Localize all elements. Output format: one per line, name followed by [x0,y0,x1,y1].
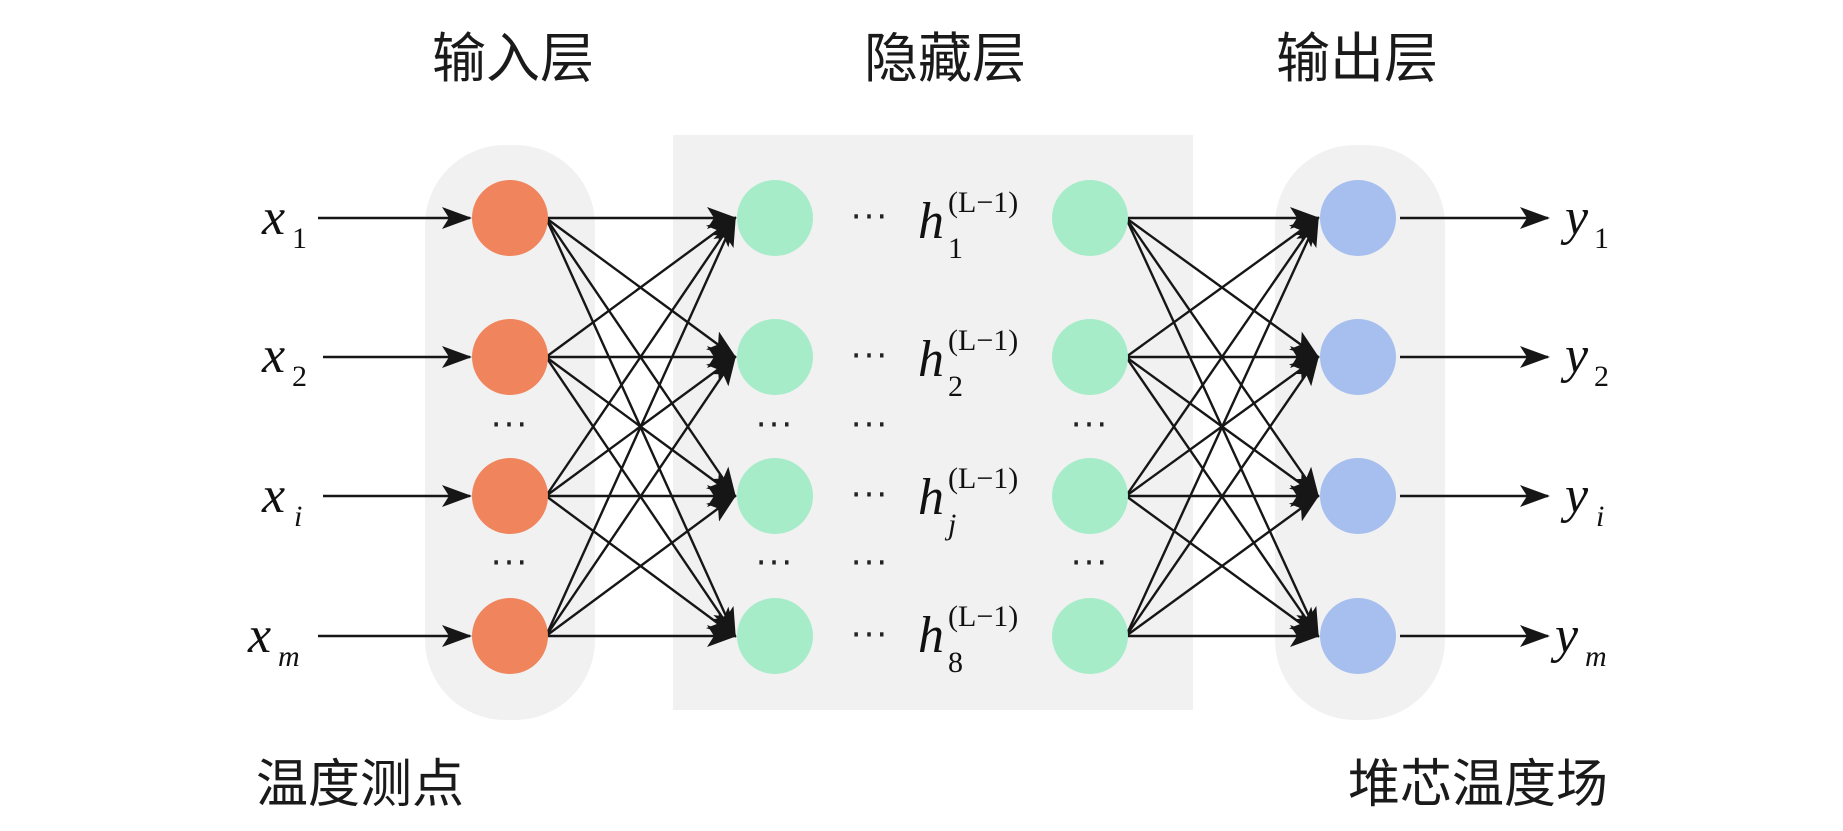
output-node-2 [1320,319,1396,395]
edge-input-4-hidden-1 [544,216,737,637]
output-node-4 [1320,598,1396,674]
hidden-node-first-3 [737,458,813,534]
svg-text:(L−1): (L−1) [948,600,1018,633]
output-node-1 [1320,180,1396,256]
svg-text:x: x [247,607,271,664]
svg-text:h: h [918,607,944,664]
svg-text:y: y [1560,467,1589,524]
ellipsis-row-1: ··· [851,197,889,237]
svg-text:1: 1 [948,232,963,265]
input-layer-panel [425,145,595,720]
svg-text:(L−1): (L−1) [948,462,1018,495]
ellipsis-hidden-mid-gap-2: ··· [851,543,889,583]
ellipsis-input-gap-1: ··· [491,405,529,445]
ellipsis-hidden-last-gap-1: ··· [1071,405,1109,445]
hidden-layer-title: 隐藏层 [864,27,1026,90]
edge-input-4-hidden-3 [545,494,737,637]
hidden-node-last-4 [1052,598,1128,674]
svg-text:1: 1 [292,222,307,255]
svg-text:2: 2 [1594,360,1609,393]
output-arrows [1400,207,1550,647]
svg-text:x: x [261,327,285,384]
network-nodes [472,180,1396,674]
edge-hidden-3-output-1 [1125,216,1320,497]
output-symbol-i: y i [1560,467,1604,533]
svg-text:m: m [1585,640,1607,673]
output-symbol-1: y 1 [1560,189,1609,255]
input-layer-title: 输入层 [432,27,594,90]
input-node-3 [472,458,548,534]
hidden-node-first-2 [737,319,813,395]
output-symbol-2: y 2 [1560,327,1609,393]
svg-text:i: i [294,500,302,533]
edge-hidden-4-output-3 [1125,494,1320,637]
svg-text:y: y [1560,327,1589,384]
svg-text:2: 2 [948,370,963,403]
hidden-label-8: h (L−1) 8 [918,600,1018,679]
edge-input-4-hidden-2 [545,355,737,637]
svg-text:1: 1 [1594,222,1609,255]
svg-text:(L−1): (L−1) [948,186,1018,219]
edge-input-2-hidden-1 [545,216,737,358]
input-symbol-2: x 2 [261,327,307,393]
ellipsis-hidden-first-gap-2: ··· [756,543,794,583]
connection-edges [544,207,1320,647]
ellipsis-input-gap-2: ··· [491,543,529,583]
input-node-4 [472,598,548,674]
output-caption: 堆芯温度场 [1348,755,1608,815]
svg-text:j: j [944,508,956,541]
hidden-label-1: h (L−1) 1 [918,186,1018,265]
input-symbol-1: x 1 [261,189,307,255]
svg-text:h: h [918,331,944,388]
input-symbol-i: x i [261,467,302,533]
ellipsis-hidden-mid-gap-1: ··· [851,405,889,445]
hidden-label-2: h (L−1) 2 [918,324,1018,403]
hidden-node-first-4 [737,598,813,674]
output-layer-title: 输出层 [1276,27,1438,90]
output-node-3 [1320,458,1396,534]
hidden-node-last-1 [1052,180,1128,256]
input-caption: 温度测点 [256,755,464,815]
hidden-node-first-1 [737,180,813,256]
ellipsis-row-2: ··· [851,336,889,376]
svg-text:h: h [918,469,944,526]
svg-text:y: y [1550,607,1579,664]
svg-text:i: i [1596,500,1604,533]
edge-hidden-4-output-2 [1125,355,1320,637]
svg-text:2: 2 [292,360,307,393]
output-layer-panel [1275,145,1445,720]
ellipsis-row-3: ··· [851,475,889,515]
edge-input-3-hidden-1 [545,216,737,497]
svg-text:x: x [261,189,285,246]
output-symbol-m: y m [1550,607,1607,673]
edge-hidden-4-output-1 [1124,216,1320,637]
ellipsis-hidden-last-gap-2: ··· [1071,543,1109,583]
svg-text:(L−1): (L−1) [948,324,1018,357]
svg-text:8: 8 [948,646,963,679]
input-node-1 [472,180,548,256]
svg-text:m: m [278,640,300,673]
input-node-2 [472,319,548,395]
svg-text:h: h [918,193,944,250]
input-arrows [318,207,472,647]
svg-text:y: y [1560,189,1589,246]
input-symbol-m: x m [247,607,300,673]
ellipsis-group: ··· ··· ··· ··· ··· ··· ··· ··· ··· ··· ··· ··· [491,197,1109,655]
ellipsis-hidden-first-gap-1: ··· [756,405,794,445]
edge-hidden-2-output-1 [1125,216,1320,358]
hidden-node-last-2 [1052,319,1128,395]
hidden-node-last-3 [1052,458,1128,534]
svg-text:x: x [261,467,285,524]
hidden-label-j: h (L−1) j [918,462,1018,541]
ellipsis-row-4: ··· [851,615,889,655]
